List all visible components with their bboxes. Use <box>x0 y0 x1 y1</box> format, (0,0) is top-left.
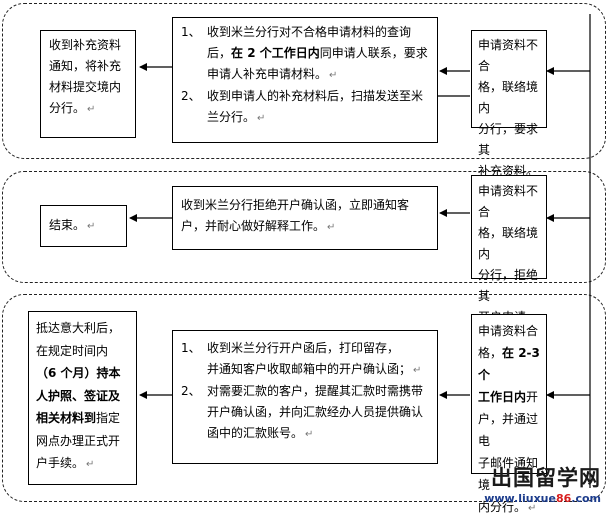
r1-mid-text: 兰分行。 <box>207 110 256 124</box>
r3-right-text: 格， <box>478 346 503 360</box>
r2-mid-line: 收到米兰分行拒绝开户确认函，立即通知客 <box>181 198 410 212</box>
r3-right-box: 申请资料合 格，在 2-3 个 工作日内开 户，并通过电 子邮件通知境 内分行。… <box>471 314 547 514</box>
r3-mid-item2-text: 对需要汇款的客户，提醒其汇款时需携带 <box>207 384 424 398</box>
paragraph-mark: ↵ <box>329 70 338 81</box>
r1-mid-item2-num: 2、 <box>181 89 201 103</box>
r2-mid-box: 收到米兰分行拒绝开户确认函，立即通知客 户，并耐心做好解释工作。↵ <box>172 186 438 250</box>
r2-right-line: 申请资料不合 <box>478 184 539 219</box>
r3-left-line: 相关材料到指定 <box>36 407 129 430</box>
r1-left-line: 收到补充资料 <box>49 38 122 52</box>
r3-mid-item1-line: 并通知客户收取邮箱中的开户确认函；↵ <box>181 359 429 381</box>
r1-mid-item2-line: 2、收到申请人的补充材料后，扫描发送至米 <box>181 86 429 107</box>
r1-left-box: 收到补充资料 通知，将补充 材料提交境内 分行。↵ <box>40 30 136 138</box>
r3-mid-box: 1、收到米兰分行开户函后，打印留存， 并通知客户收取邮箱中的开户确认函；↵ 2、… <box>172 330 438 464</box>
watermark-url: www.liuxue86.com <box>484 492 601 505</box>
r3-left-text: 指定 <box>96 411 121 425</box>
r3-mid-item1-text: 收到米兰分行开户函后，打印留存， <box>207 341 400 355</box>
r3-mid-text: 并通知客户收取邮箱中的开户确认函； <box>207 362 412 376</box>
r1-mid-item2-line: 兰分行。↵ <box>181 107 429 129</box>
watermark-url-part: .com <box>571 492 601 505</box>
r1-mid-box: 1、收到米兰分行对不合格申请材料的查询 后，在 2 个工作日内同申请人联系，要求… <box>172 17 438 143</box>
r2-right-box: 申请资料不合 格，联络境内 分行，拒绝其 开户申请。↵ <box>471 175 547 345</box>
r1-mid-item2-text: 收到申请人的补充材料后，扫描发送至米 <box>207 89 424 103</box>
r1-right-line: 申请资料不合 <box>478 38 539 73</box>
paragraph-mark: ↵ <box>305 429 314 440</box>
r3-left-bold-text: 相关材料到 <box>36 411 97 425</box>
r3-mid-item2-line: 开户确认函，并向汇款经办人员提供确认 <box>207 405 424 419</box>
r3-mid-item1-line: 1、收到米兰分行开户函后，打印留存， <box>181 338 429 359</box>
r3-right-line: 子邮件通知境 <box>478 456 539 492</box>
r2-left-box: 结束。↵ <box>40 205 127 247</box>
r1-right-box: 申请资料不合 格，联络境内 分行，要求其 补充资料。↵ <box>471 30 547 199</box>
r1-mid-item1-line: 后，在 2 个工作日内同申请人联系，要求 <box>181 43 429 64</box>
r3-left-box: 抵达意大利后， 在规定时间内 （6 个月）持本 人护照、签证及 相关材料到指定 … <box>28 311 137 485</box>
watermark: 出国留学网 www.liuxue86.com <box>484 462 601 505</box>
r3-left-line: （6 个月）持本 <box>36 366 121 380</box>
r1-mid-text: 后， <box>207 46 232 60</box>
r3-right-line: 工作日内开 <box>478 386 540 408</box>
r1-mid-text: 申请人补充申请材料。 <box>207 67 328 81</box>
r1-mid-deadline: 在 2 个工作日内 <box>231 46 320 60</box>
watermark-url-part: www.liuxue <box>484 492 556 505</box>
panel-row-2 <box>2 171 606 283</box>
paragraph-mark: ↵ <box>87 104 96 115</box>
watermark-title: 出国留学网 <box>491 466 601 490</box>
paragraph-mark: ↵ <box>87 221 96 232</box>
r3-right-deadline: 在 2-3 个 <box>478 346 540 382</box>
r3-mid-item1-num: 1、 <box>181 341 201 355</box>
r1-mid-item1-num: 1、 <box>181 25 201 39</box>
r3-left-line: 户手续。↵ <box>36 452 129 477</box>
r3-right-line: 户，并通过电 <box>478 412 539 448</box>
paragraph-mark: ↵ <box>257 113 266 124</box>
r1-mid-item1-line: 1、收到米兰分行对不合格申请材料的查询 <box>181 22 429 43</box>
r1-left-line: 材料提交境内 <box>49 80 122 94</box>
r3-mid-text: 函中的汇款账号。 <box>207 426 304 440</box>
r1-right-line: 分行，要求其 <box>478 122 539 157</box>
connectors <box>129 14 591 488</box>
r1-mid-text: 同申请人联系，要求 <box>319 46 428 60</box>
r3-mid-item2-line: 2、对需要汇款的客户，提醒其汇款时需携带 <box>181 381 429 402</box>
watermark-url-part: 86 <box>555 492 572 505</box>
r3-right-text: 开 <box>526 390 539 404</box>
r3-left-line: 人护照、签证及 <box>36 388 121 403</box>
r2-left-line: 结束。↵ <box>49 215 118 237</box>
r1-right-line-text: 补充资料。 <box>478 164 539 178</box>
r1-mid-item1-text: 收到米兰分行对不合格申请材料的查询 <box>207 25 412 39</box>
r3-left-line: 在规定时间内 <box>36 343 109 358</box>
r2-mid-line: 户，并耐心做好解释工作。↵ <box>181 216 429 238</box>
r3-left-text: 户手续。 <box>36 456 85 470</box>
r3-right-line: 格，在 2-3 个 <box>478 342 540 386</box>
r3-mid-item2-line: 函中的汇款账号。↵ <box>181 423 429 445</box>
paragraph-mark: ↵ <box>413 365 422 376</box>
panel-row-1 <box>2 3 606 159</box>
r2-left-text: 结束。 <box>49 218 86 232</box>
panel-row-3 <box>2 294 606 502</box>
r1-mid-item1-line: 申请人补充申请材料。↵ <box>181 64 429 86</box>
r3-left-line: 网点办理正式开 <box>36 433 121 448</box>
paragraph-mark: ↵ <box>327 222 336 233</box>
r1-left-line: 通知，将补充 <box>49 59 122 73</box>
r2-right-line: 格，联络境内 <box>478 226 539 261</box>
r2-right-line: 分行，拒绝其 <box>478 268 539 303</box>
paragraph-mark: ↵ <box>86 459 95 470</box>
r2-mid-line-text: 户，并耐心做好解释工作。 <box>181 219 326 233</box>
r1-right-line: 格，联络境内 <box>478 80 539 115</box>
r3-left-line: 抵达意大利后， <box>36 321 121 335</box>
r1-left-line: 分行。↵ <box>49 98 127 120</box>
r3-mid-item2-num: 2、 <box>181 384 201 398</box>
r1-left-line-text: 分行。 <box>49 101 86 115</box>
r3-right-deadline: 工作日内 <box>478 390 527 404</box>
r3-right-line: 申请资料合 <box>478 324 539 338</box>
